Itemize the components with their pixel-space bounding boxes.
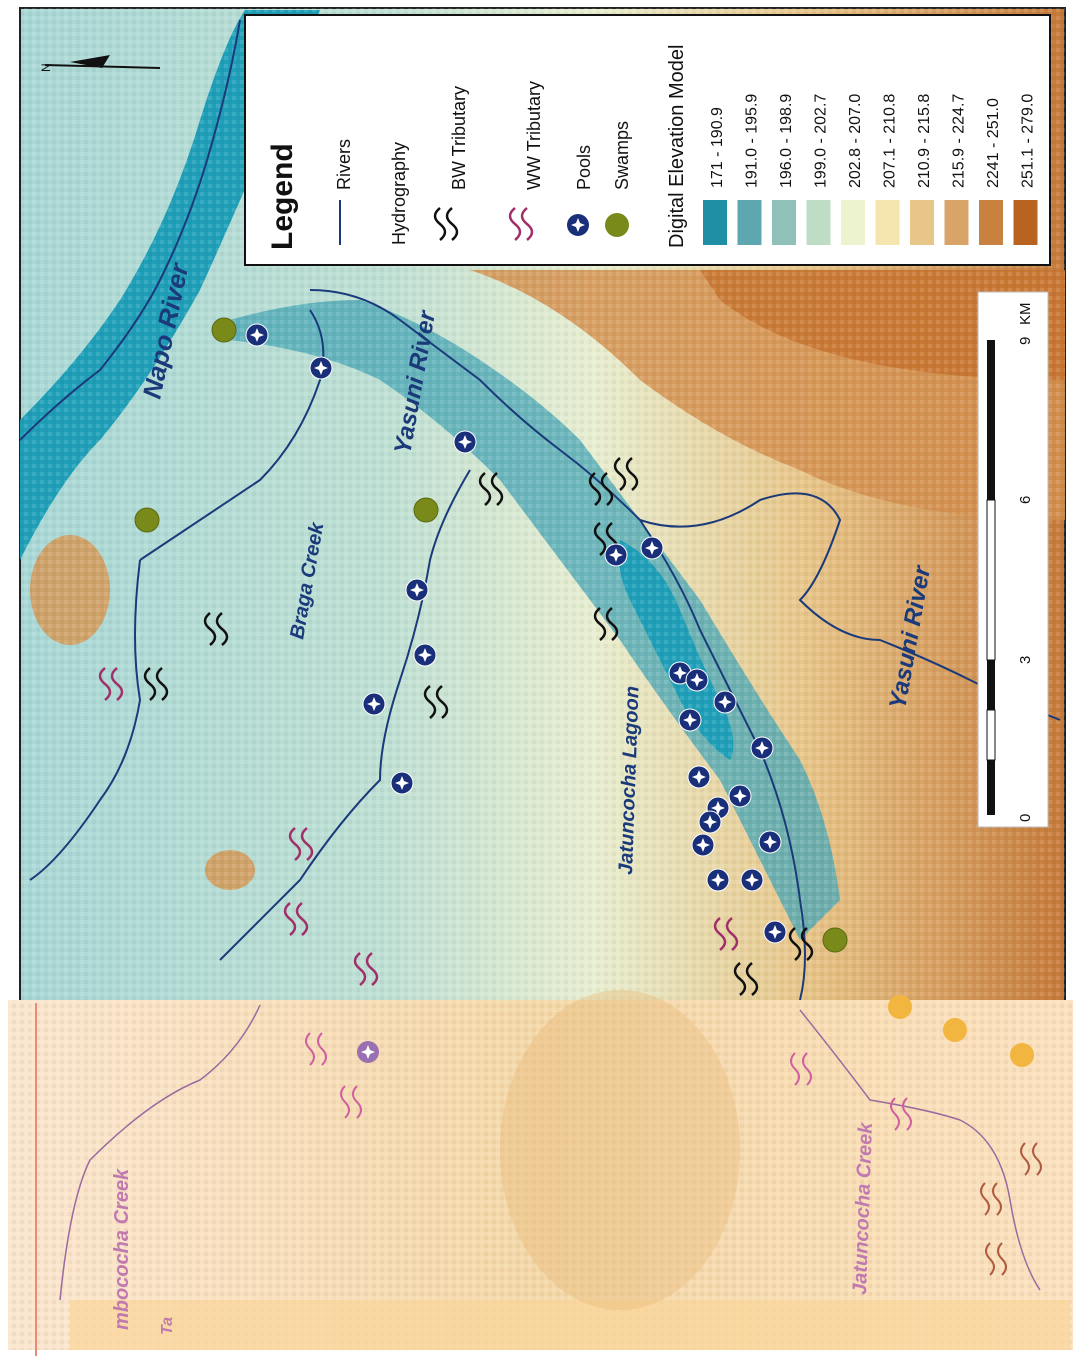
dem-range-label: 2241 - 251.0 <box>985 98 1002 188</box>
dem-swatch <box>772 200 796 245</box>
legend-dem-classes: 171 - 190.9 191.0 - 195.9 196.0 - 198.9 199… <box>703 94 1038 245</box>
tributary-symbol <box>713 917 739 951</box>
legend-swamp-icon <box>605 213 629 237</box>
legend-pool-icon <box>567 214 589 236</box>
dem-range-label: 210.9 - 215.8 <box>916 94 933 188</box>
scale-tick-0: 0 <box>1017 814 1034 822</box>
tributary-symbol <box>593 607 619 641</box>
tributary-symbol <box>98 667 124 701</box>
legend-dem-title: Digital Elevation Model <box>666 45 688 248</box>
dem-swatch <box>806 200 831 245</box>
faded-label-ta: Ta <box>159 1317 176 1335</box>
tributary-symbol <box>478 472 504 506</box>
tributary-symbol <box>788 927 814 961</box>
tributary-symbol <box>613 457 639 491</box>
legend-title: Legend <box>266 143 299 250</box>
dem-range-label: 202.8 - 207.0 <box>847 94 864 188</box>
dem-swatch <box>910 200 934 245</box>
dem-swatch <box>979 200 1003 245</box>
dem-swatch <box>875 200 900 245</box>
ww-tributaries <box>98 667 739 986</box>
legend-bw-label: BW Tributary <box>449 86 469 190</box>
tributary-symbol <box>288 827 314 861</box>
swamp-marker <box>134 507 160 533</box>
tributary-symbol <box>733 962 759 996</box>
swamp-marker <box>822 927 848 953</box>
pool-marker <box>453 430 477 454</box>
pool-marker <box>763 920 787 944</box>
pool-marker <box>604 543 628 567</box>
dem-swatch <box>737 200 762 245</box>
legend-ww-label: WW Tributary <box>524 81 544 190</box>
pool-marker <box>362 692 386 716</box>
pool-marker <box>740 868 764 892</box>
legend: Legend Rivers Hydrography BW Tributary W… <box>244 14 1051 266</box>
dem-range-label: 196.0 - 198.9 <box>778 94 795 188</box>
legend-ww-icon <box>508 207 534 241</box>
legend-bw-icon <box>433 207 459 241</box>
dem-swatch <box>944 200 969 245</box>
tributary-symbol <box>353 952 379 986</box>
swamp-marker <box>413 497 439 523</box>
pool-marker <box>413 643 437 667</box>
swamps <box>134 317 848 953</box>
pool-marker <box>405 578 429 602</box>
scale-tick-6: 6 <box>1017 496 1034 504</box>
bw-tributaries <box>143 457 814 996</box>
scale-unit: KM <box>1017 303 1034 326</box>
tributary-symbol <box>143 667 169 701</box>
faded-creek-label-left: mbococha Creek <box>111 1168 133 1330</box>
dem-range-label: 251.1 - 279.0 <box>1020 94 1037 188</box>
pool-marker <box>245 323 269 347</box>
pool-marker <box>309 356 333 380</box>
dem-range-label: 171 - 190.9 <box>709 107 726 188</box>
pool-marker <box>678 708 702 732</box>
legend-hydrography-label: Hydrography <box>389 142 409 245</box>
pool-marker <box>728 784 752 808</box>
dem-range-label: 207.1 - 210.8 <box>882 94 899 188</box>
legend-swamps-label: Swamps <box>612 121 632 190</box>
scale-tick-9: 9 <box>1017 337 1034 345</box>
pool-marker <box>750 736 774 760</box>
legend-pools-label: Pools <box>574 145 594 190</box>
north-label: N <box>39 63 53 72</box>
north-arrow: N <box>39 55 161 72</box>
pool-marker <box>698 810 722 834</box>
tributary-symbol <box>423 685 449 719</box>
scale-tick-3: 3 <box>1017 656 1034 664</box>
tributary-symbol <box>283 902 309 936</box>
tributary-symbol <box>203 612 229 646</box>
pool-marker <box>685 668 709 692</box>
pool-marker <box>706 868 730 892</box>
pool-marker <box>713 690 737 714</box>
pool-marker <box>390 771 414 795</box>
dem-range-label: 199.0 - 202.7 <box>813 94 830 188</box>
dem-range-label: 191.0 - 195.9 <box>744 94 761 188</box>
pool-marker <box>691 833 715 857</box>
swamp-marker <box>211 317 237 343</box>
pool-marker <box>640 536 664 560</box>
pool-marker <box>687 765 711 789</box>
dem-range-label: 215.9 - 224.7 <box>951 94 968 188</box>
scale-bar: 0 3 6 9 KM <box>977 291 1049 828</box>
pools <box>245 323 787 944</box>
faded-overlay-panel: mbococha Creek Jatuncocha Creek Ta <box>8 990 1073 1356</box>
dem-swatch <box>841 200 865 245</box>
dem-swatch <box>1013 200 1038 245</box>
dem-swatch <box>703 200 727 245</box>
legend-rivers-label: Rivers <box>334 139 354 190</box>
tributary-symbol <box>588 472 614 506</box>
pool-marker <box>758 830 782 854</box>
